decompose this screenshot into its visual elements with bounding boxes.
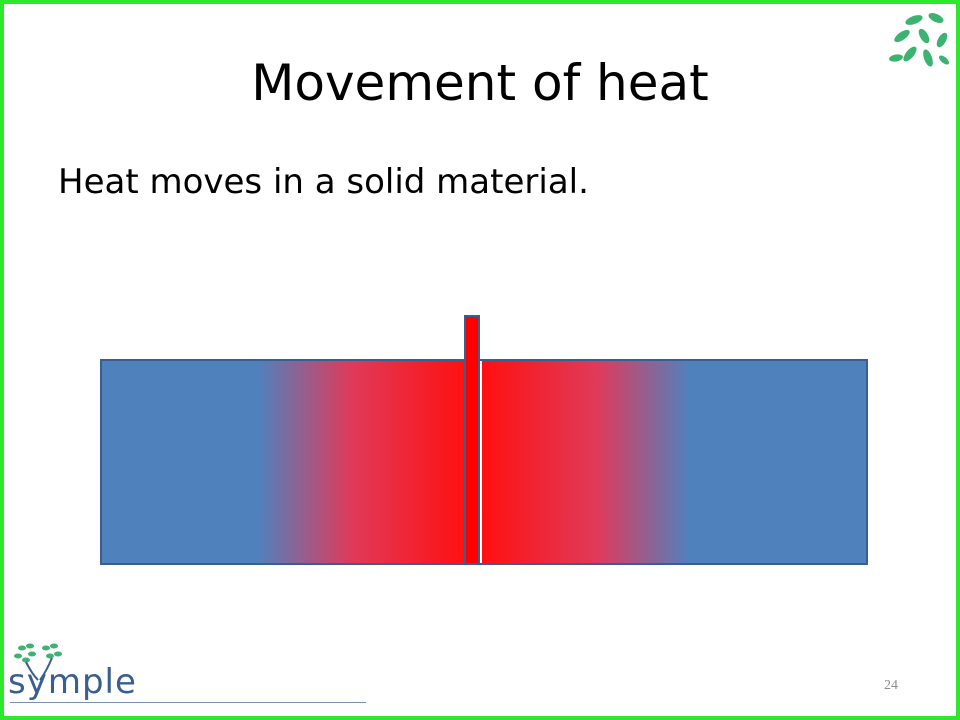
brand-logo-text: symple xyxy=(8,662,137,702)
heat-gradient-right xyxy=(482,359,690,565)
page-number: 24 xyxy=(884,678,898,693)
leaves-icon xyxy=(889,13,949,67)
bar-bottom-border xyxy=(100,563,868,565)
cool-region-left xyxy=(100,359,260,565)
brand-underline xyxy=(10,702,366,703)
slide-title: Movement of heat xyxy=(251,54,709,112)
heat-diagram xyxy=(100,313,870,568)
heat-source-rod xyxy=(464,315,480,565)
slide-body-text: Heat moves in a solid material. xyxy=(58,162,589,202)
tree-icon xyxy=(14,643,62,681)
heat-gradient-left xyxy=(258,359,466,565)
bar-top-border xyxy=(100,359,868,361)
cool-region-right xyxy=(688,359,868,565)
